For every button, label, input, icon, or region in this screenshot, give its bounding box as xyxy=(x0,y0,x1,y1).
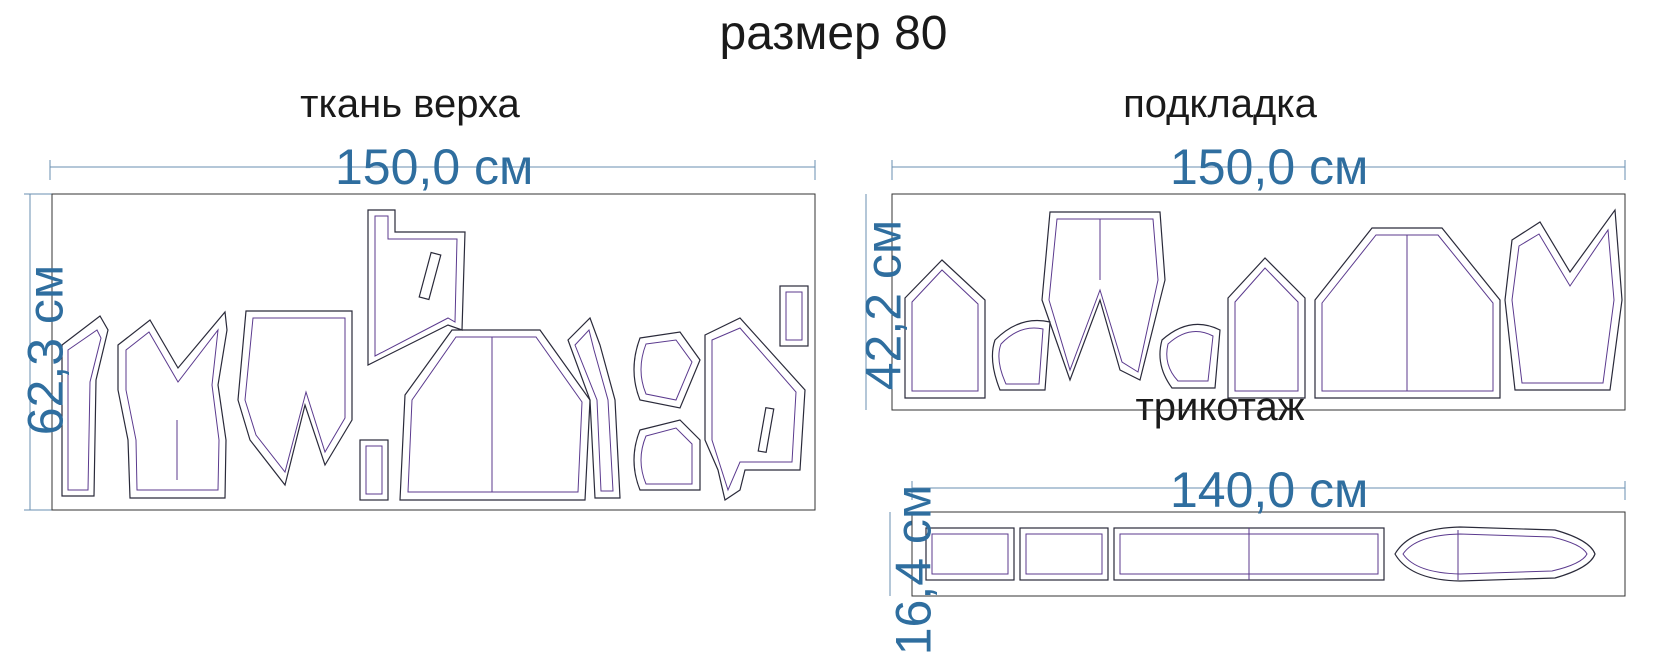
pattern-piece xyxy=(1314,227,1501,399)
shell-height-dimension: 62,3 см xyxy=(17,264,74,436)
knit-fabric-label: трикотаж xyxy=(1135,385,1305,429)
knit-width-dimension: 140,0 см xyxy=(1170,462,1369,518)
shell-board xyxy=(24,160,816,511)
pattern-piece xyxy=(567,316,621,499)
pattern-piece xyxy=(1227,257,1306,399)
knit-board xyxy=(889,481,1626,597)
pattern-piece xyxy=(991,319,1051,391)
pattern-piece xyxy=(779,285,809,347)
pattern-piece xyxy=(1041,211,1166,382)
pattern-piece xyxy=(61,315,109,497)
lining-height-dimension: 42,2 см xyxy=(855,219,912,391)
pattern-piece xyxy=(399,329,591,501)
pattern-piece xyxy=(633,331,701,409)
pattern-piece xyxy=(1113,527,1385,581)
pattern-piece xyxy=(367,209,466,366)
shell-width-dimension: 150,0 см xyxy=(335,139,534,195)
pattern-piece xyxy=(117,310,228,499)
pattern-piece xyxy=(237,310,353,487)
page-title: размер 80 xyxy=(719,7,948,60)
pattern-piece xyxy=(904,259,986,399)
pattern-piece xyxy=(359,439,389,501)
pattern-piece xyxy=(1394,526,1596,582)
shell-fabric-label: ткань верха xyxy=(300,82,520,126)
pattern-piece xyxy=(925,527,1015,581)
lining-fabric-label: подкладка xyxy=(1123,82,1317,126)
pattern-piece xyxy=(633,419,701,491)
lining-width-dimension: 150,0 см xyxy=(1170,139,1369,195)
knit-height-dimension: 16,4 см xyxy=(885,484,942,655)
pattern-piece xyxy=(704,317,806,501)
pattern-piece xyxy=(1504,208,1623,391)
lining-board xyxy=(865,160,1626,411)
pattern-piece xyxy=(1019,527,1109,581)
pattern-piece xyxy=(1159,323,1221,389)
